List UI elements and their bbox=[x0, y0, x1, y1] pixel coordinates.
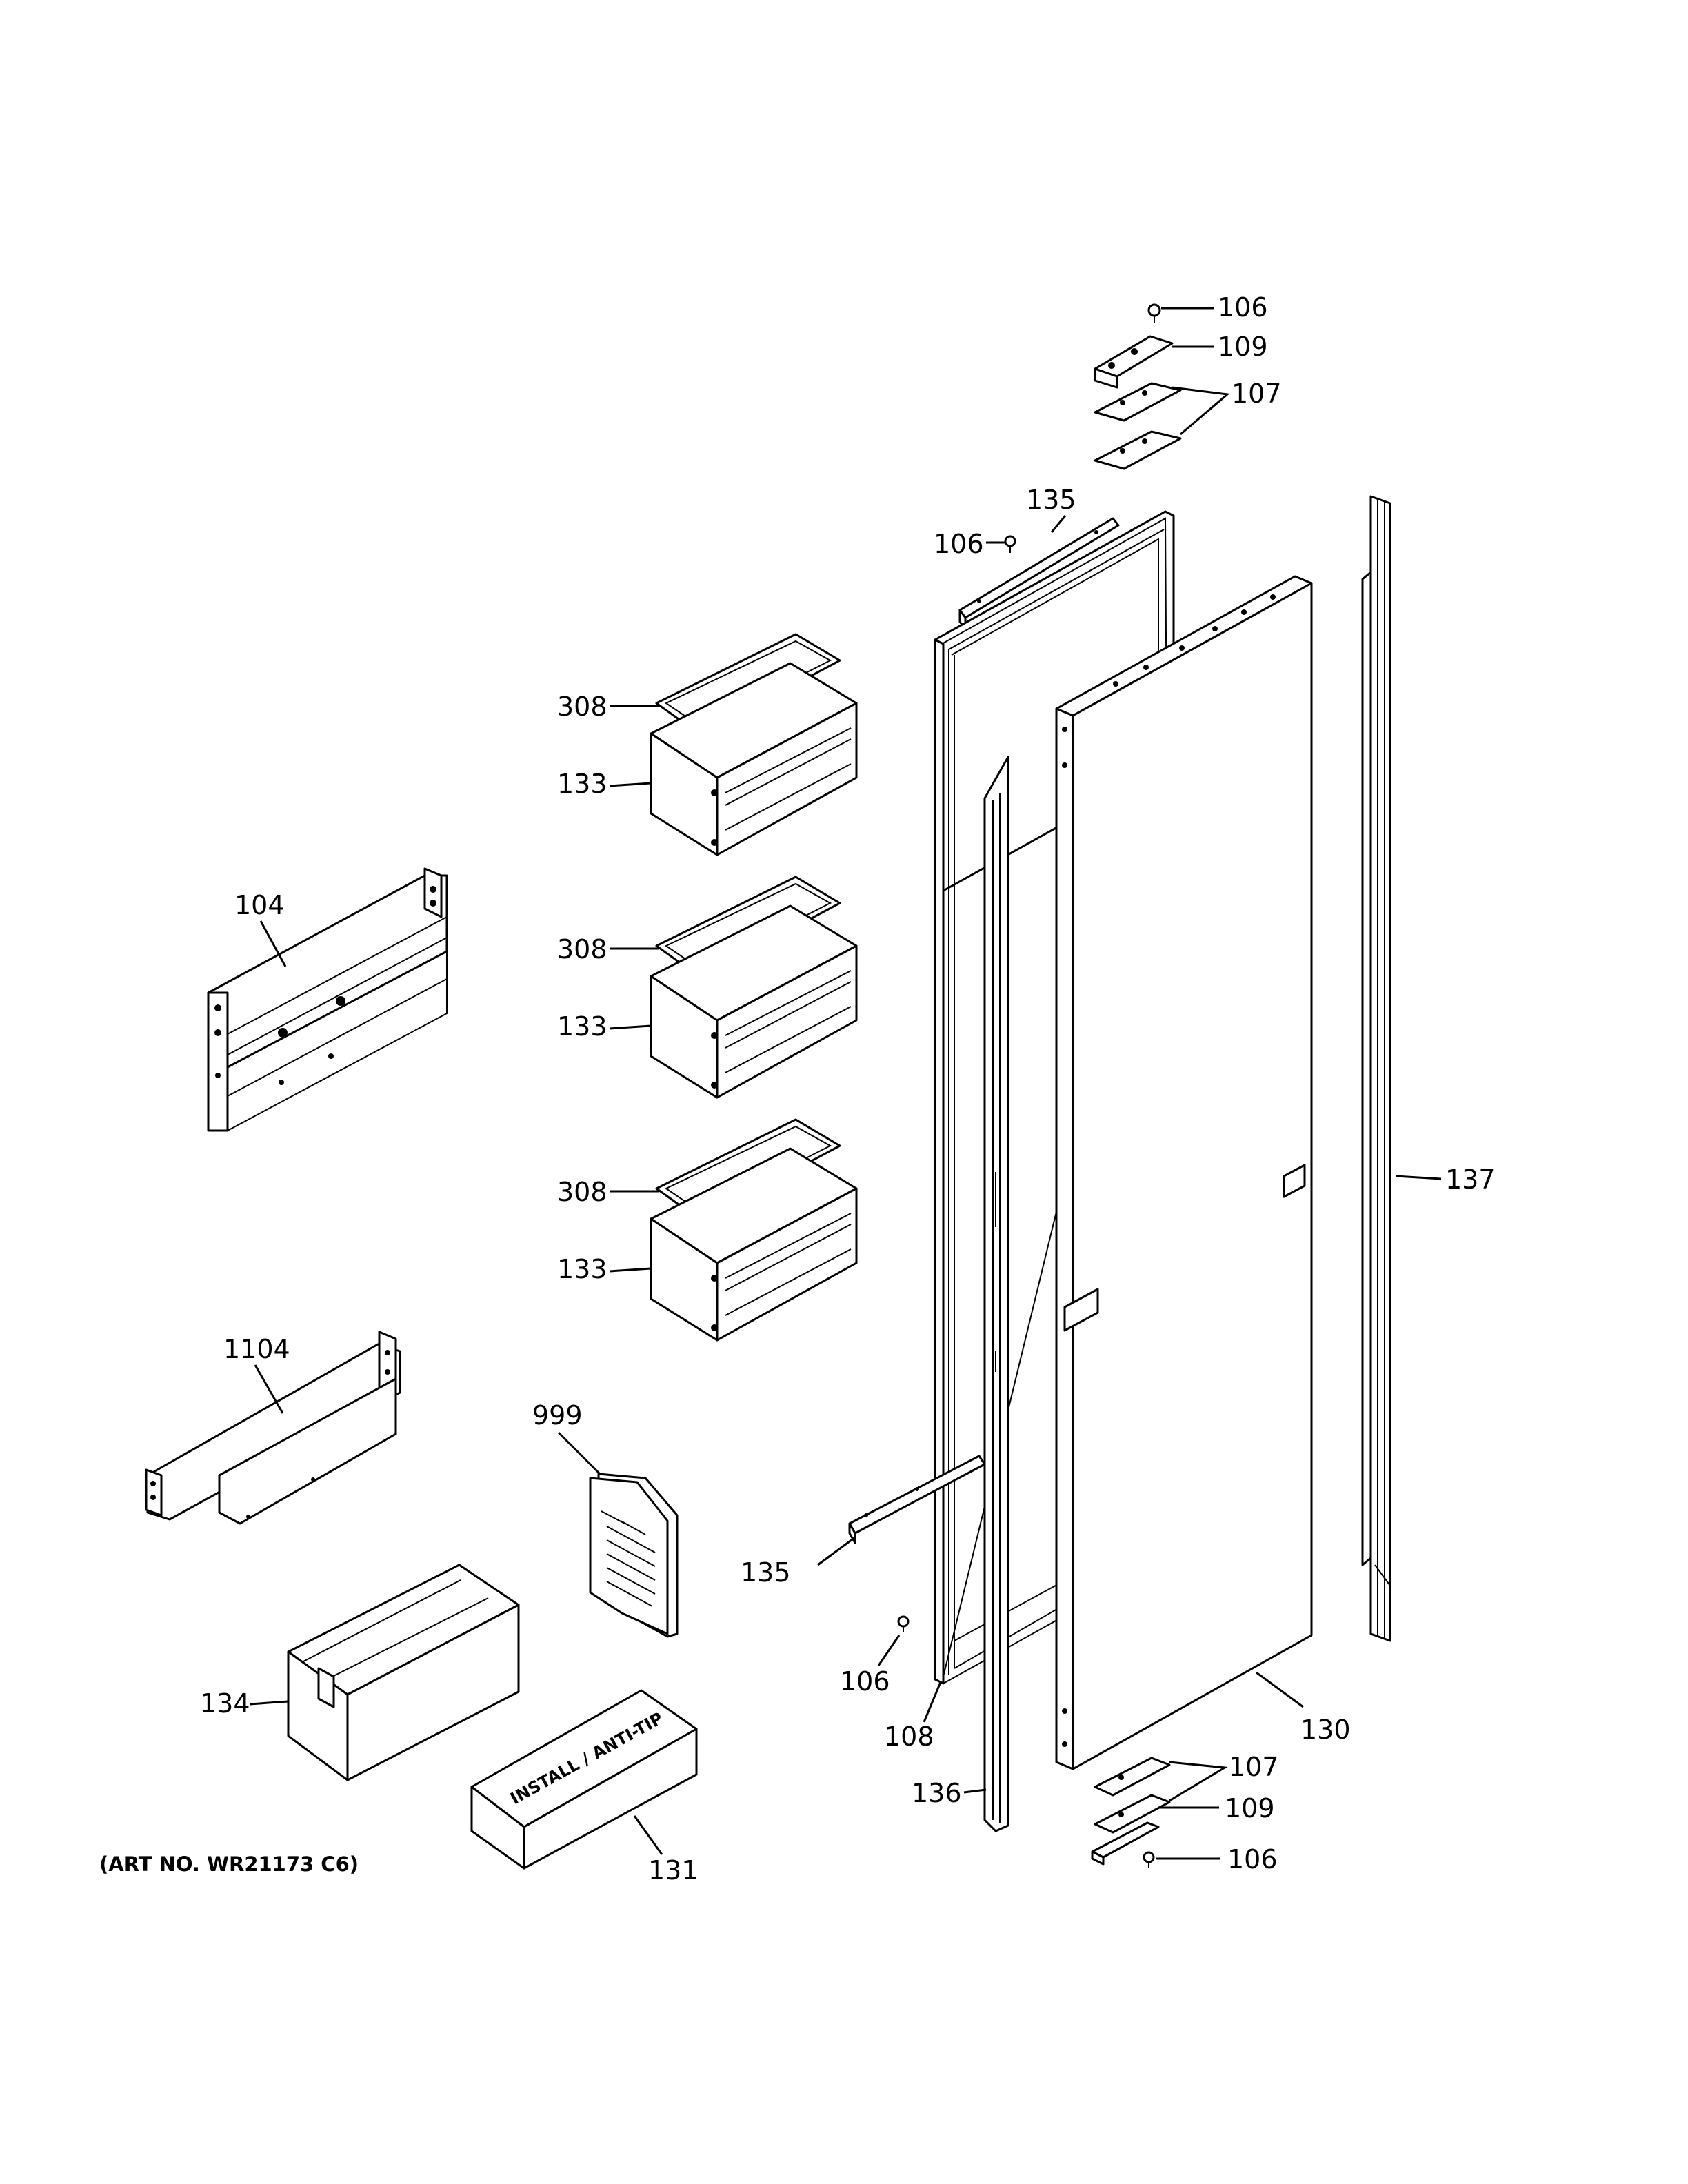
callout-106-top: 106 bbox=[1218, 292, 1268, 323]
leader-133-a bbox=[609, 782, 652, 787]
leader-134 bbox=[249, 1700, 289, 1706]
callout-109-top: 109 bbox=[1218, 332, 1268, 362]
leader-999 bbox=[557, 1431, 601, 1475]
bracket-1104 bbox=[145, 1331, 401, 1525]
leader-133-c bbox=[609, 1267, 652, 1273]
door-panel-130 bbox=[1055, 575, 1313, 1770]
literature-999 bbox=[589, 1473, 679, 1638]
callout-1104: 1104 bbox=[223, 1334, 290, 1364]
callout-133-c: 133 bbox=[557, 1254, 607, 1284]
leader-130 bbox=[1256, 1671, 1304, 1708]
callout-107-bot: 107 bbox=[1229, 1752, 1279, 1782]
bin-group-b bbox=[650, 876, 858, 1099]
callout-130: 130 bbox=[1300, 1715, 1351, 1745]
callout-106-bot: 106 bbox=[1227, 1844, 1278, 1874]
side-trim-137 bbox=[1361, 495, 1391, 1642]
callout-999: 999 bbox=[532, 1400, 583, 1430]
bin-group-c bbox=[650, 1118, 858, 1342]
callout-107-top: 107 bbox=[1232, 378, 1282, 409]
bottom-screw-106 bbox=[1143, 1851, 1155, 1868]
callout-136: 136 bbox=[912, 1778, 962, 1808]
callout-308-a: 308 bbox=[557, 691, 607, 722]
box-134 bbox=[287, 1564, 520, 1781]
leader-104 bbox=[259, 920, 287, 967]
callout-133-a: 133 bbox=[557, 769, 607, 799]
bracket-104 bbox=[207, 867, 448, 1132]
callout-137: 137 bbox=[1445, 1164, 1496, 1195]
leader-137 bbox=[1395, 1175, 1442, 1180]
callout-308-c: 308 bbox=[557, 1177, 607, 1207]
callout-108: 108 bbox=[884, 1721, 934, 1752]
leader-108 bbox=[923, 1681, 942, 1723]
callout-106-low: 106 bbox=[840, 1666, 890, 1697]
callout-109-bot: 109 bbox=[1225, 1793, 1275, 1823]
leader-131 bbox=[633, 1815, 663, 1855]
box-131: INSTALL / ANTI-TIP bbox=[470, 1689, 698, 1870]
lower-screw-106 bbox=[897, 1615, 910, 1632]
callout-134: 134 bbox=[200, 1688, 250, 1719]
leader-1104 bbox=[254, 1364, 284, 1414]
art-number: (ART NO. WR21173 C6) bbox=[99, 1852, 359, 1876]
bottom-shims-107 bbox=[1094, 1757, 1171, 1834]
leader-133-b bbox=[609, 1024, 652, 1030]
bottom-hinge-109 bbox=[1091, 1821, 1160, 1866]
leader-136 bbox=[963, 1788, 987, 1794]
leader-135-top bbox=[1050, 515, 1067, 533]
callout-131: 131 bbox=[648, 1855, 699, 1885]
lower-channel-135 bbox=[848, 1455, 986, 1544]
callout-308-b: 308 bbox=[557, 934, 607, 964]
leader-135-bot bbox=[817, 1536, 856, 1566]
callout-106-mid: 106 bbox=[934, 529, 984, 559]
callout-135-bot: 135 bbox=[741, 1557, 791, 1588]
callout-135-top: 135 bbox=[1026, 485, 1076, 515]
bin-group-a bbox=[650, 633, 858, 856]
callout-104: 104 bbox=[234, 890, 285, 920]
top-screw-106 bbox=[1147, 303, 1161, 323]
leader-106-low bbox=[877, 1635, 901, 1666]
leader-107-top bbox=[1172, 386, 1230, 436]
top-hinge-109 bbox=[1094, 335, 1174, 389]
top-shims-107 bbox=[1094, 382, 1182, 470]
callout-133-b: 133 bbox=[557, 1011, 607, 1042]
mid-screw-106 bbox=[1004, 535, 1016, 553]
trim-strip-136 bbox=[983, 756, 1009, 1832]
leader-107-bot bbox=[1169, 1761, 1228, 1802]
